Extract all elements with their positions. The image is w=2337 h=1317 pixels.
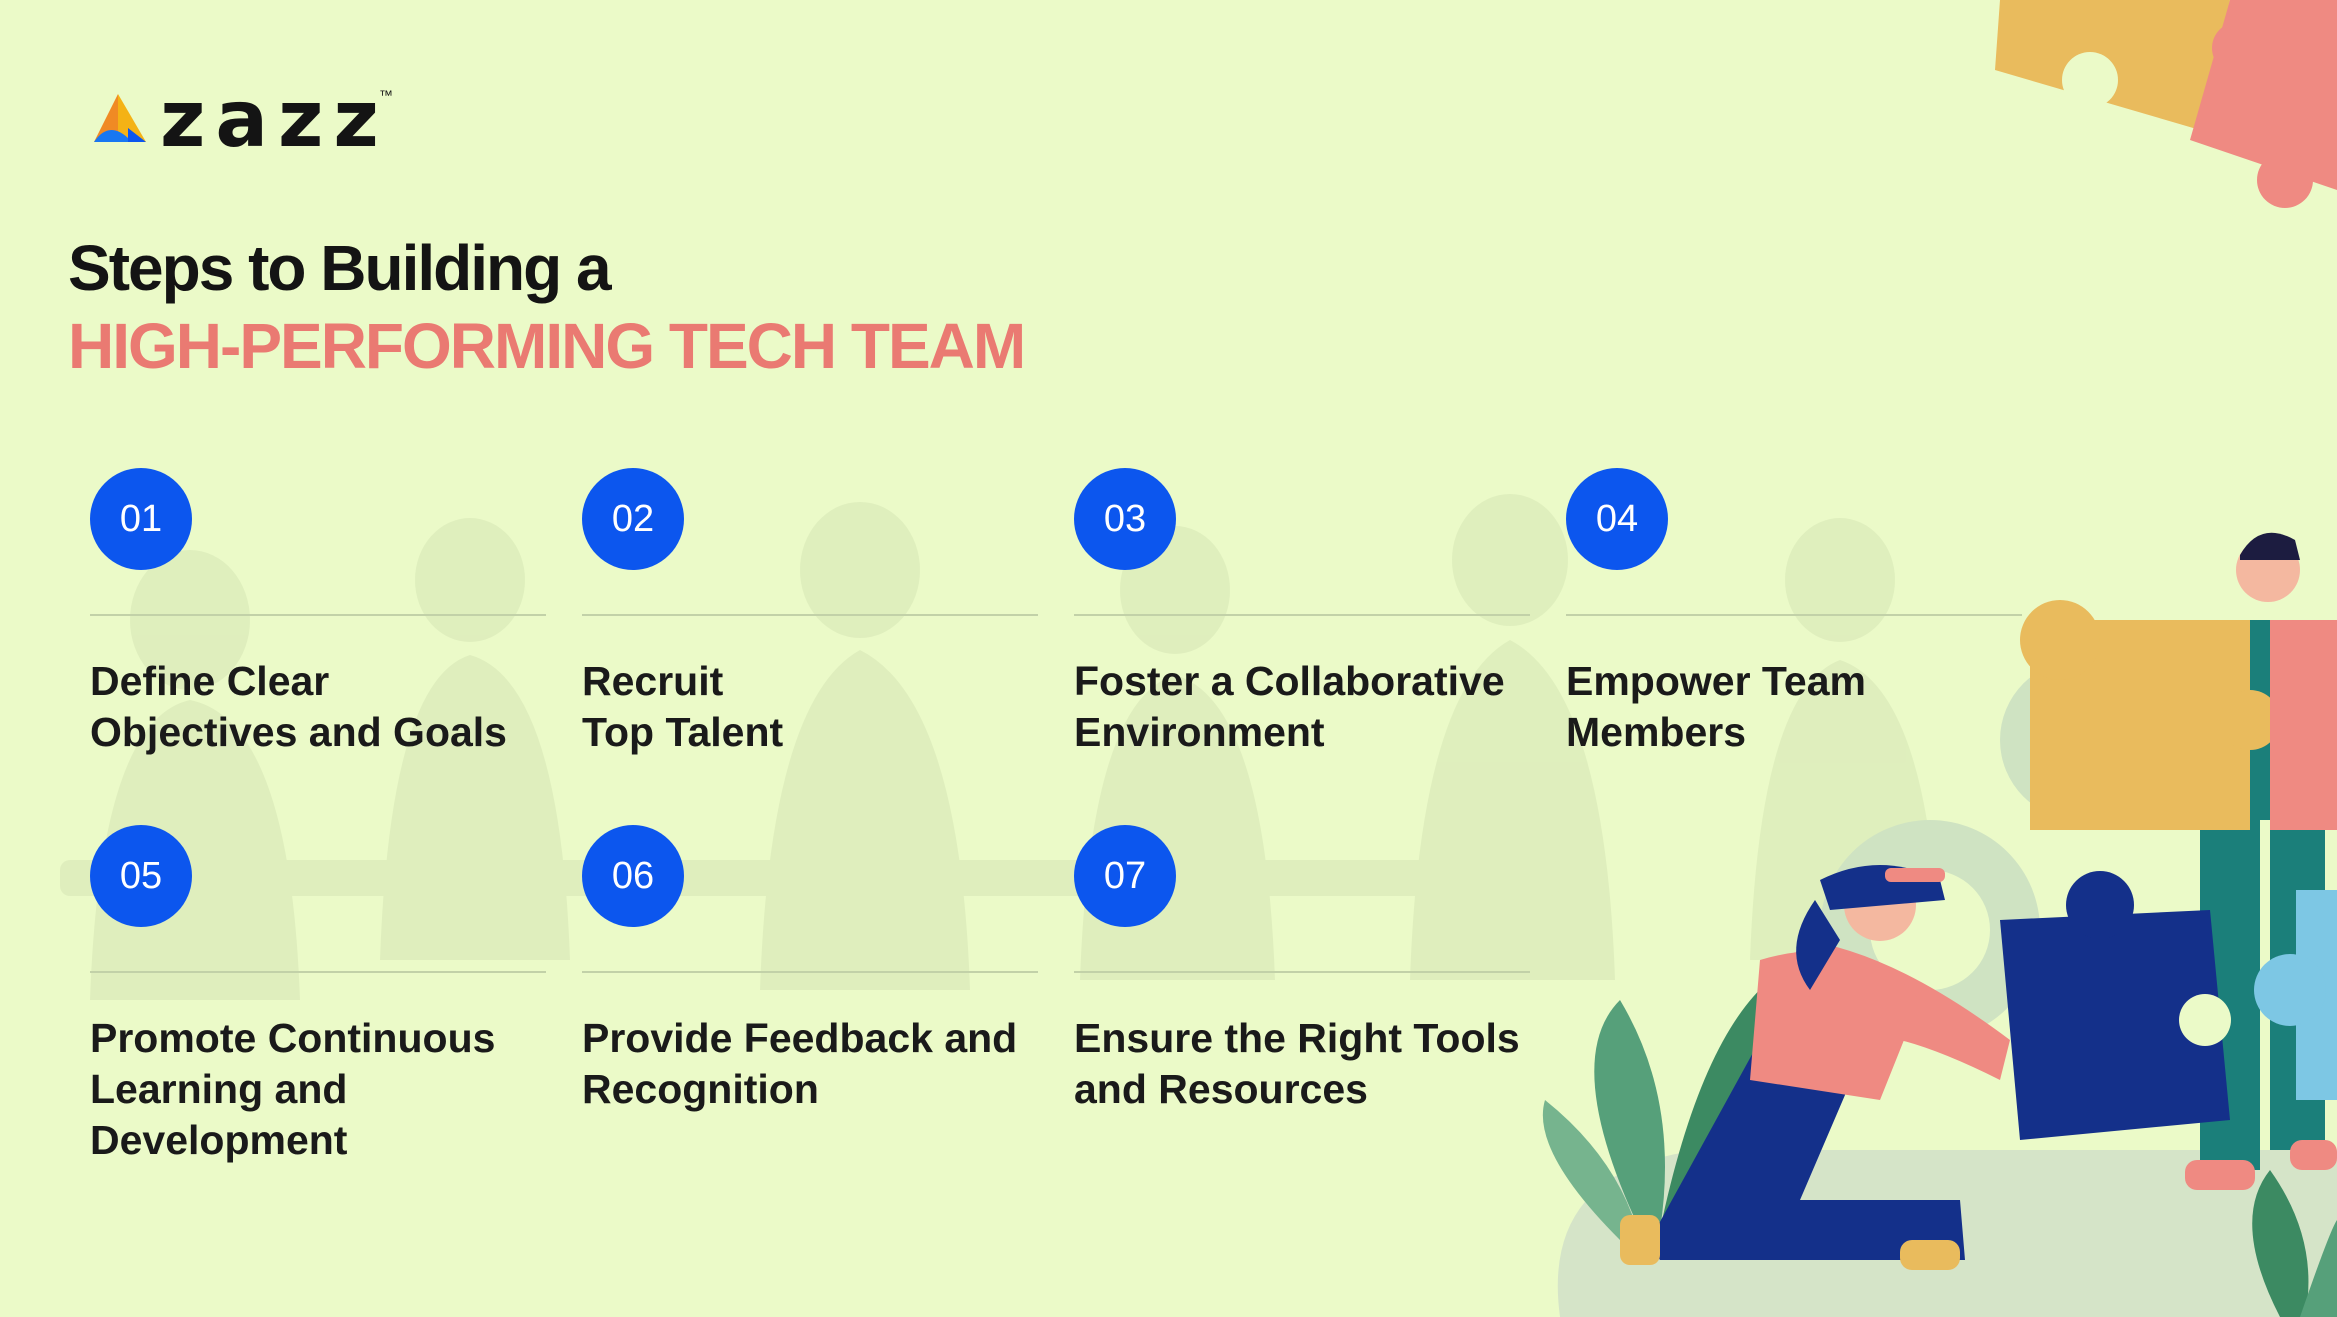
step-number-badge: 04 [1566,468,1668,570]
puzzle-piece-navy [2000,871,2231,1140]
plant-right [2252,1170,2337,1317]
step-divider [1074,971,1530,973]
plant-left [1542,980,1770,1240]
page-title: Steps to Building a [68,232,612,304]
puzzle-piece-yellow [2020,600,2280,830]
step-number-badge: 03 [1074,468,1176,570]
puzzle-piece-pink [2270,620,2337,830]
page-title-accent: HIGH-PERFORMING TECH TEAM [68,310,1026,382]
brand-logo[interactable]: zazz ™ [88,80,393,160]
brand-name: zazz [160,75,389,165]
step-divider [1566,614,2022,616]
step-divider [582,971,1038,973]
step-number-badge: 01 [90,468,192,570]
step-number-badge: 02 [582,468,684,570]
step-number-badge: 05 [90,825,192,927]
step-divider [582,614,1038,616]
puzzle-piece-top-pink [2190,0,2337,208]
step-number-badge: 07 [1074,825,1176,927]
trademark-symbol: ™ [378,87,393,103]
step-divider [90,614,546,616]
step-divider [90,971,546,973]
zazz-logo-icon [94,94,146,142]
woman-illustration [1620,865,2010,1270]
step-divider [1074,614,1530,616]
puzzle-piece-top-yellow [1995,0,2230,130]
step-number-badge: 06 [582,825,684,927]
puzzle-piece-blue [2254,890,2337,1100]
